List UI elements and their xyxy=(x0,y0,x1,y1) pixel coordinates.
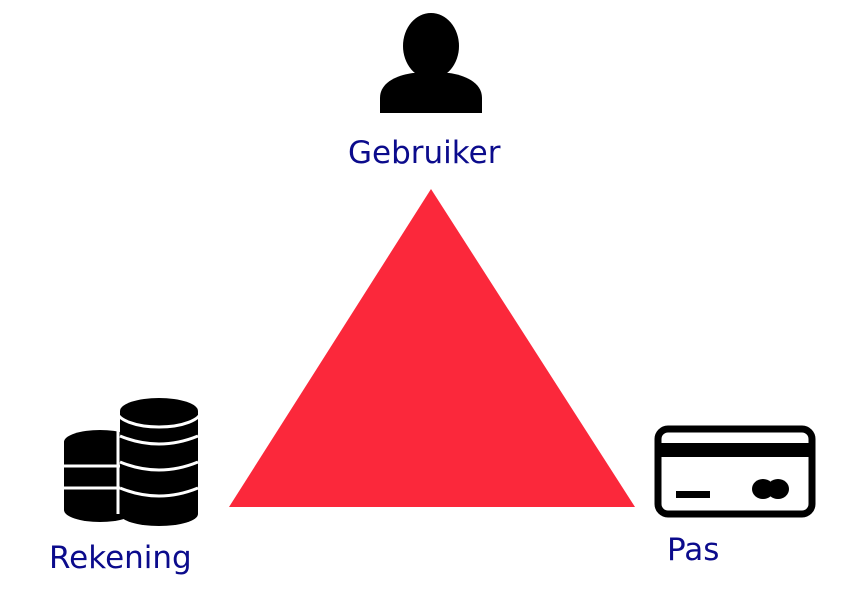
coins-stack-icon xyxy=(64,393,203,526)
coin-stack-tall xyxy=(115,393,203,526)
label-gebruiker: Gebruiker xyxy=(348,135,501,171)
label-rekening: Rekening xyxy=(49,540,192,576)
triangle-shape xyxy=(229,189,635,507)
user-icon xyxy=(380,13,482,113)
credit-card-icon xyxy=(654,425,816,518)
label-pas: Pas xyxy=(667,532,720,568)
